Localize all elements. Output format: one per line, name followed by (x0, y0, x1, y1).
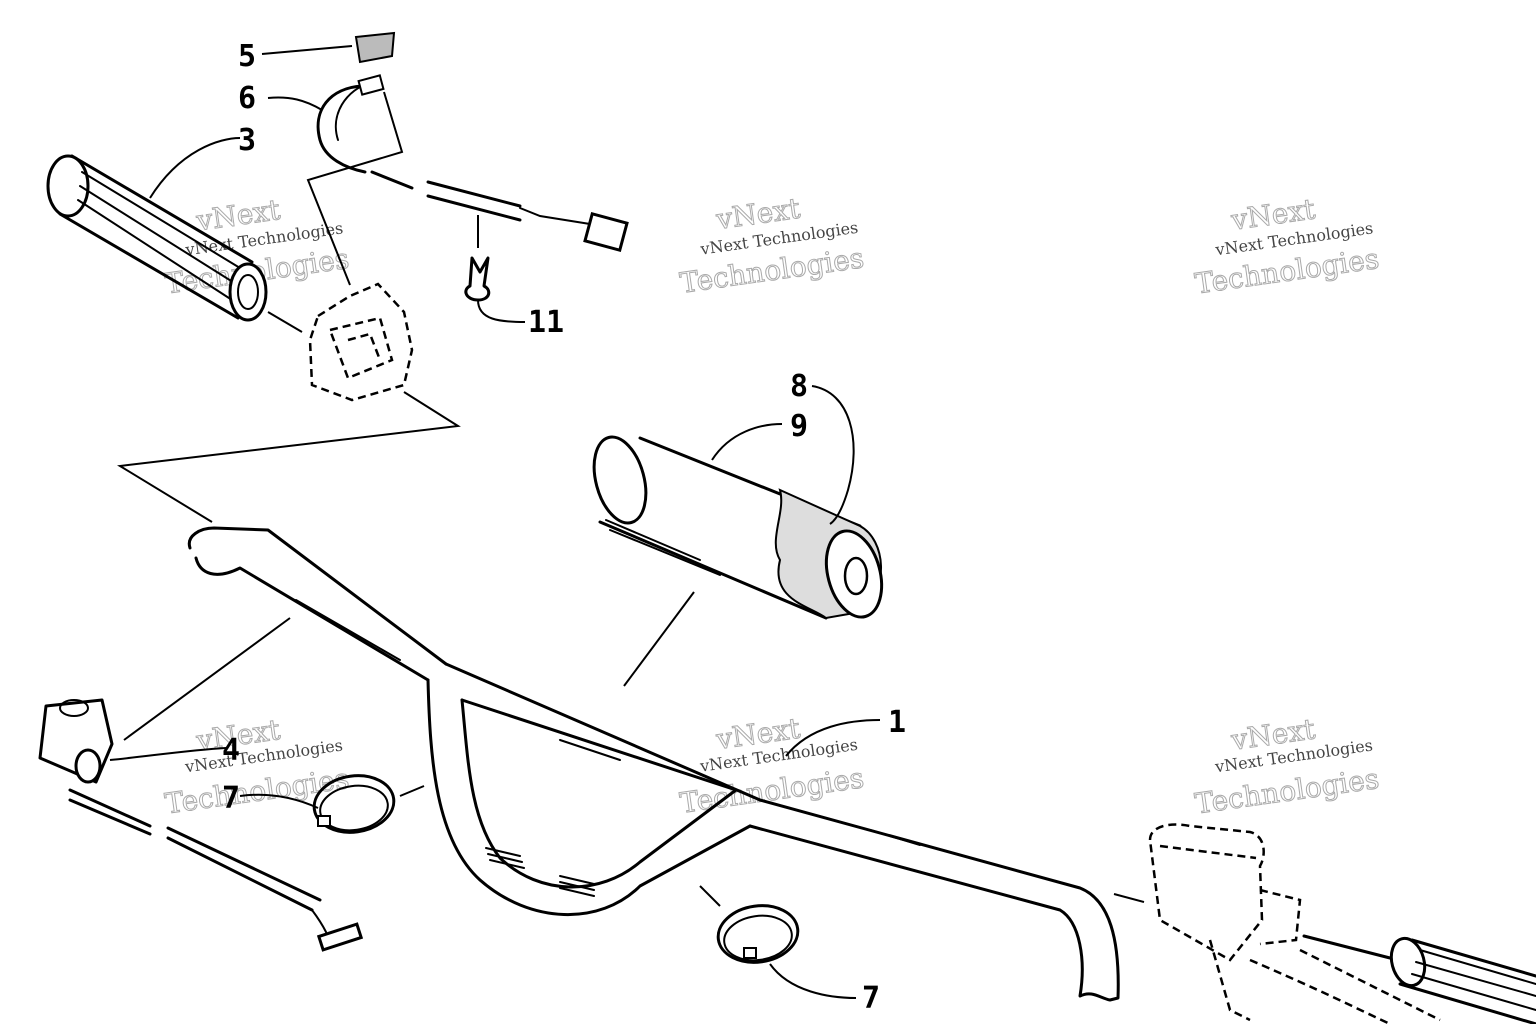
callout-1: 1 (888, 705, 906, 740)
callout-5: 5 (238, 39, 256, 74)
part-8-9-foam-pad (592, 385, 884, 687)
callout-4: 4 (222, 733, 240, 768)
knurl-marks (485, 847, 595, 897)
part-4-throttle-block (38, 698, 364, 952)
part-7-clamp-right (699, 885, 857, 999)
callout-8: 8 (790, 369, 808, 404)
callout-7-left: 7 (222, 781, 240, 816)
part-7-clamp-left (239, 774, 425, 834)
watermark-group-2: vNext vNext Technologies Technologies (677, 191, 866, 300)
watermark-group-6: vNext vNext Technologies Technologies (1192, 712, 1381, 821)
brake-master-cylinder (1113, 823, 1441, 1024)
callout-6: 6 (238, 81, 256, 116)
part-5-pad (261, 31, 396, 64)
callout-11: 11 (528, 305, 564, 340)
callout-7-right: 7 (862, 981, 880, 1016)
callout-9: 9 (790, 409, 808, 444)
part-6-heater-wire (267, 74, 629, 286)
switch-housing (117, 282, 461, 523)
part-3-grip (46, 137, 303, 333)
part-1-handlebar (123, 526, 1120, 1002)
callout-3: 3 (238, 123, 256, 158)
watermark-group-3: vNext vNext Technologies Technologies (1192, 192, 1381, 301)
part-11-clip (464, 215, 526, 323)
right-grip (1389, 936, 1536, 1024)
